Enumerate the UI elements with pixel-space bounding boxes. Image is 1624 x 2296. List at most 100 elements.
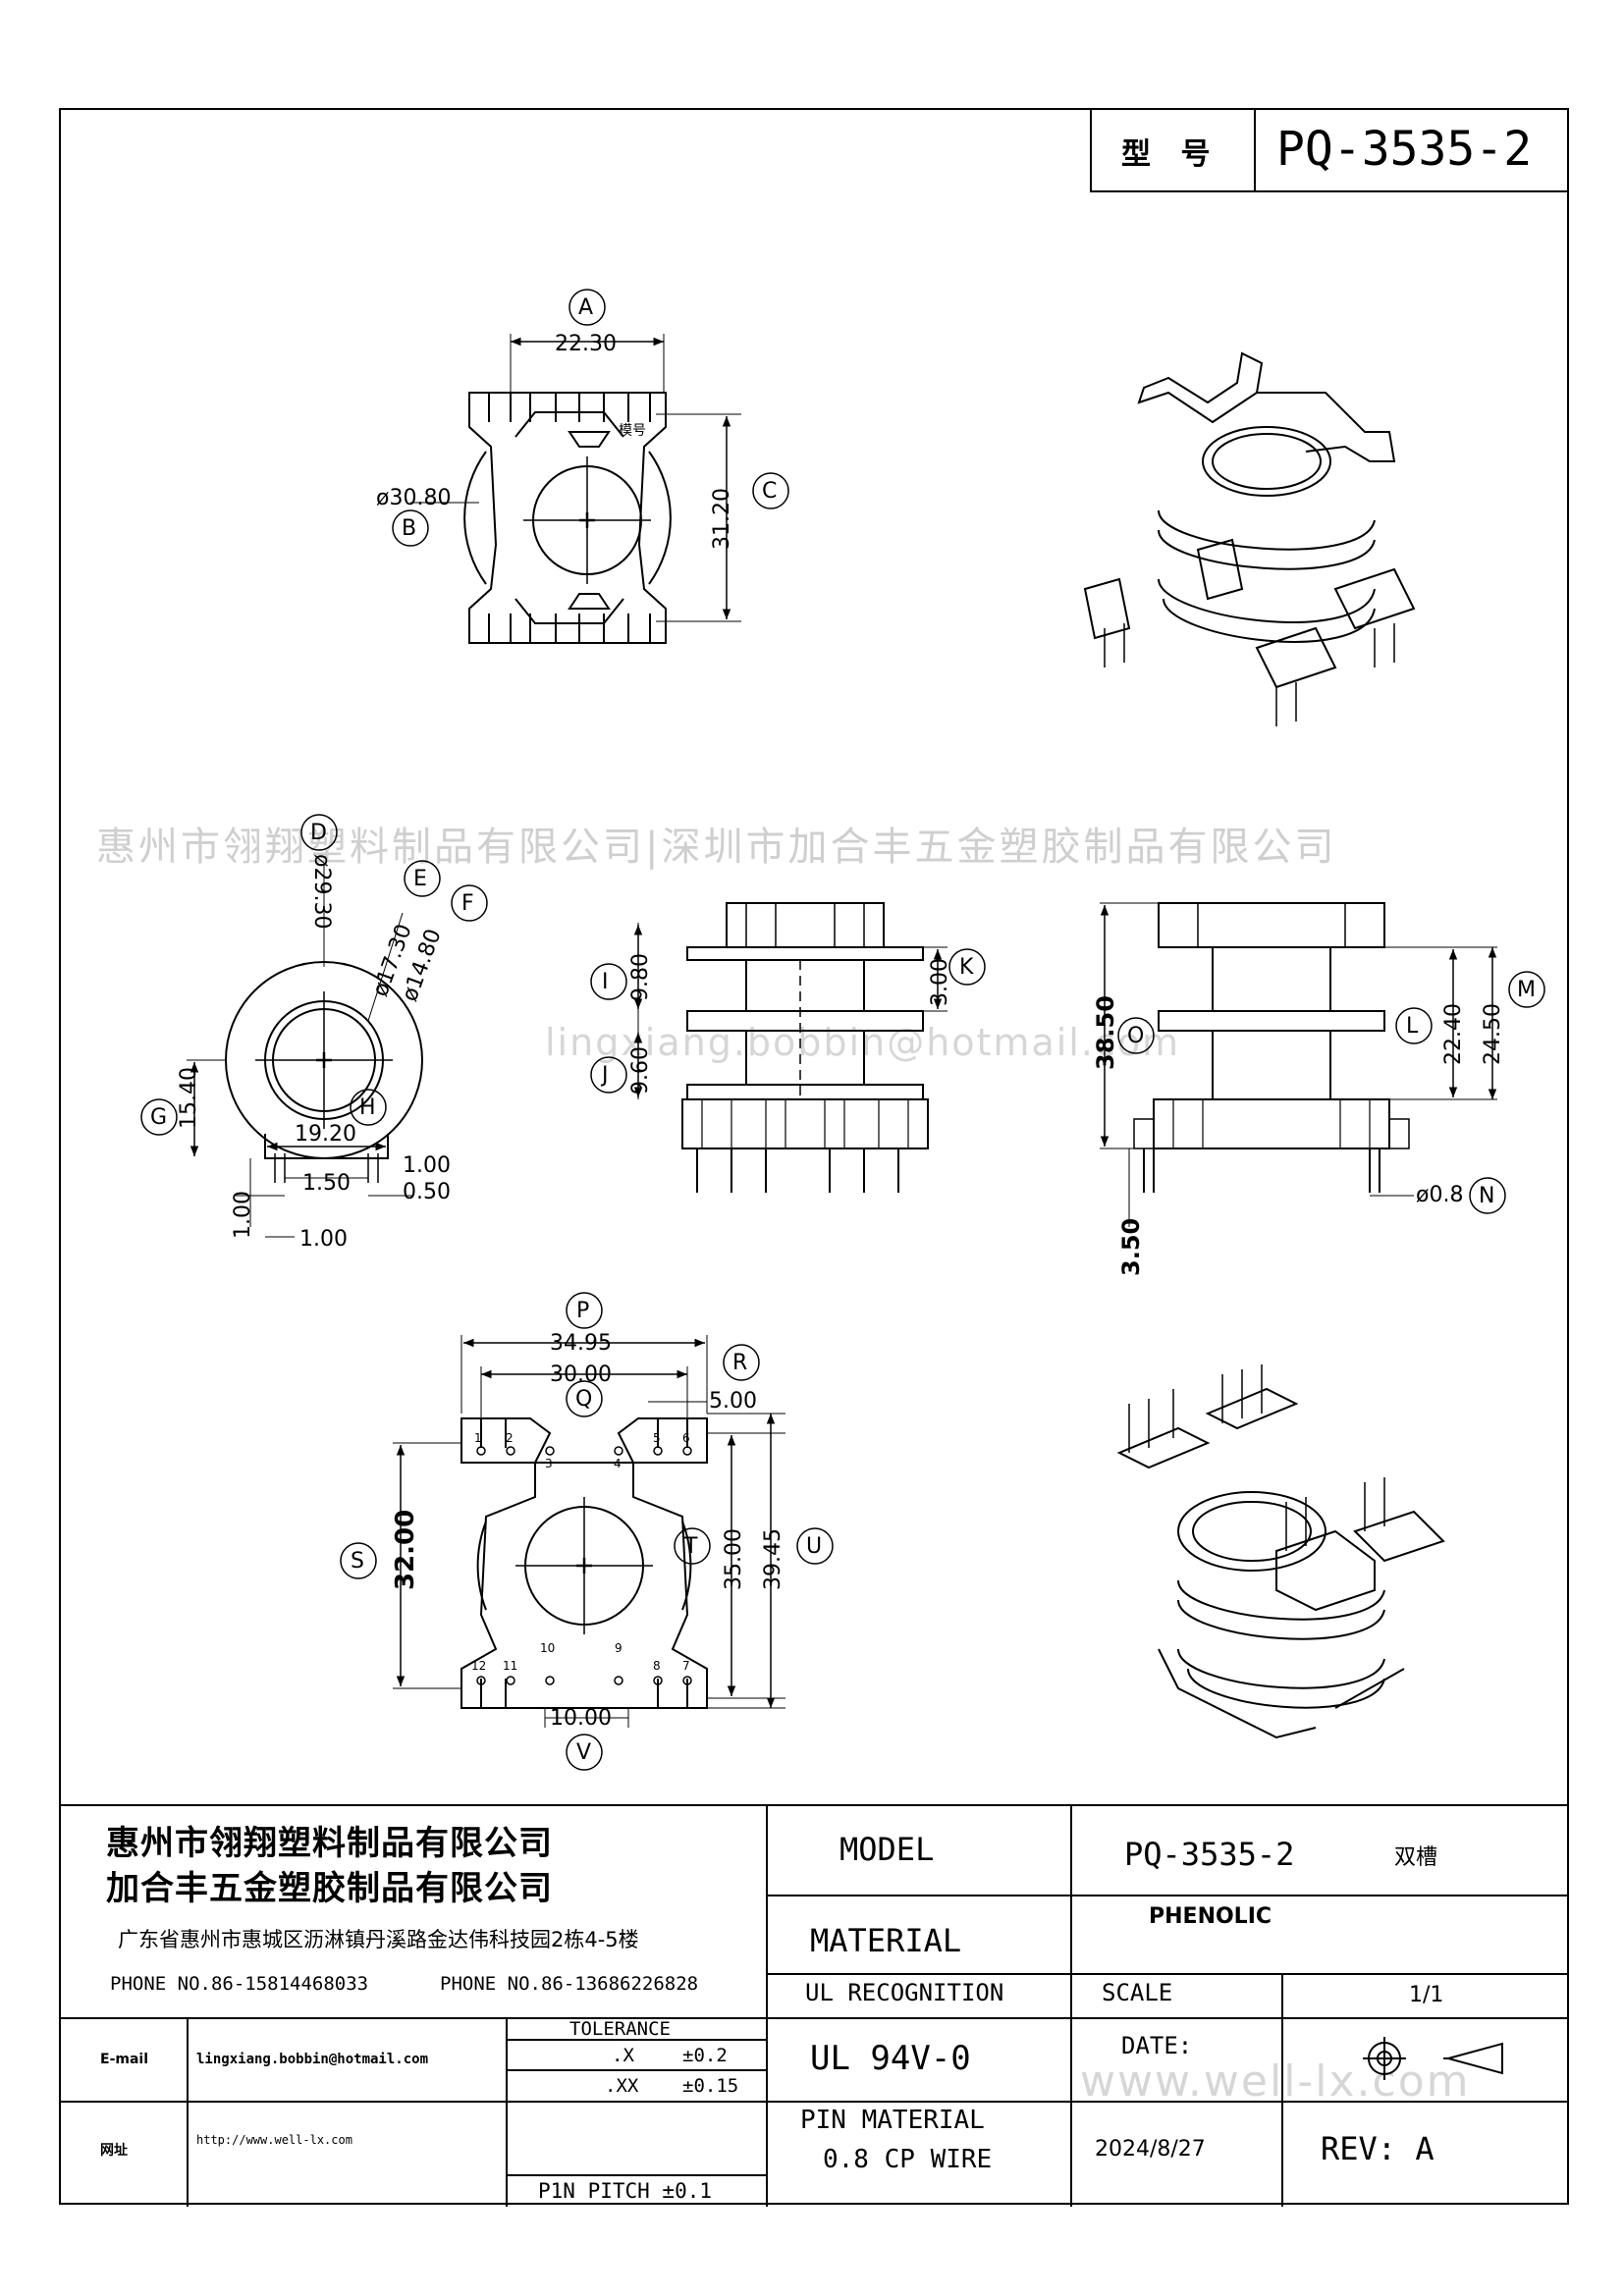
pin-material-line1: PIN MATERIAL [800,2106,985,2135]
ul-label: UL RECOGNITION [805,1979,1004,2006]
dim-pin-view-width: 34.95 [550,1331,612,1356]
letter-k: K [959,955,974,980]
model-note: 双槽 [1394,1845,1438,1870]
letter-u: U [806,1534,823,1559]
model-box: 型 号 PQ-3535-2 [1090,108,1569,192]
dim-side-outer: 24.50 [1481,1003,1505,1065]
tolerance-xx-value: ±0.15 [682,2075,739,2097]
material-value: PHENOLIC [1149,1904,1272,1929]
letter-r: R [732,1351,748,1375]
phone-1: PHONE NO.86-15814468033 [110,1973,369,1995]
letter-g: G [150,1105,168,1130]
material-label: MATERIAL [810,1922,962,1959]
dim-pin-pitch: 1.50 [302,1171,351,1196]
phone-2: PHONE NO.86-13686226828 [440,1973,699,1995]
pin-number: 8 [653,1659,661,1673]
technical-drawing [140,289,1545,1771]
mold-mark: 模号 [619,423,646,439]
letter-q: Q [575,1387,593,1412]
letter-j: J [602,1063,609,1088]
letter-n: N [1479,1184,1495,1208]
dim-pin-protrusion: 3.50 [1117,1217,1145,1276]
letter-m: M [1517,978,1536,1002]
pin-view [460,1417,708,1709]
dim-pin-gap: 1.00 [403,1153,451,1178]
pin-material-line2: 0.8 CP WIRE [823,2145,993,2174]
scale-value: 1/1 [1409,1983,1444,2007]
drawing-frame [59,108,1569,2205]
front-view [681,902,929,1193]
pin-number: 1 [474,1431,482,1445]
pin-number: 12 [471,1659,487,1673]
title-block: 惠州市翎翔塑料制品有限公司 加合丰五金塑胶制品有限公司 广东省惠州市惠城区沥淋镇… [59,1804,1569,2207]
letter-b: B [402,516,417,541]
letter-o: O [1127,1024,1145,1048]
watermark-email: lingxiang.bobbin@hotmail.com [545,1021,1181,1064]
letter-a: A [578,295,594,320]
side-view [1133,902,1410,1193]
watermark-company: 惠州市翎翔塑料制品有限公司|深圳市加合丰五金塑胶制品有限公司 [96,825,1337,870]
dim-side-winding: 22.40 [1441,1003,1466,1065]
date-value: 2024/8/27 [1095,2137,1206,2162]
company-name-2: 加合丰五金塑胶制品有限公司 [106,1869,553,1908]
model-box-value: PQ-3535-2 [1276,122,1533,177]
ul-value: UL 94V-0 [810,2039,971,2078]
scale-label: SCALE [1102,1979,1173,2006]
dim-circle-outer: ø29.30 [309,854,334,930]
model-box-label: 型 号 [1121,137,1220,172]
letter-s: S [351,1549,364,1574]
company-name-1: 惠州市翎翔塑料制品有限公司 [106,1824,553,1863]
letter-e: E [413,867,427,891]
dim-top-width: 22.30 [555,332,617,356]
letter-d: D [310,821,327,845]
model-value: PQ-3535-2 [1124,1836,1295,1873]
pin-pitch: P1N PITCH ±0.1 [538,2179,713,2203]
pin-number: 4 [614,1457,622,1470]
date-label: DATE: [1121,2032,1193,2059]
dim-pin-view-body: 35.00 [722,1528,746,1590]
pin-number: 11 [503,1659,518,1673]
company-address: 广东省惠州市惠城区沥淋镇丹溪路金达伟科技园2栋4-5楼 [118,1928,639,1951]
letter-p: P [576,1299,590,1323]
dim-top-diameter: ø30.80 [376,486,452,510]
dim-front-lower: 9.60 [628,1046,653,1095]
dim-pin-width: 1.00 [299,1227,348,1252]
pin-number: 3 [545,1457,553,1470]
tolerance-x-value: ±0.2 [682,2045,728,2066]
dim-pin-diameter: ø0.8 [1416,1183,1464,1207]
letter-h: H [359,1095,376,1120]
email-label: E-mail [100,2052,149,2067]
tolerance-title: TOLERANCE [569,2018,671,2040]
watermark-site: www.well-lx.com [1080,2056,1471,2107]
dim-pin-length: 1.00 [231,1191,255,1239]
pin-number: 9 [615,1641,623,1655]
tolerance-x-label: .X [612,2045,634,2066]
dim-pin-view-row: 32.00 [391,1509,420,1590]
iso-view-bottom [1116,1364,1445,1739]
dim-top-height: 31.20 [710,488,734,550]
dim-pin-view-span: 30.00 [550,1362,612,1387]
pin-number: 5 [653,1431,661,1445]
letter-f: F [461,891,474,916]
dim-front-upper: 9.80 [628,953,653,1001]
pin-number: 7 [682,1659,690,1673]
letter-l: L [1406,1014,1419,1039]
pin-number: 2 [506,1431,514,1445]
dim-pin-offset: 0.50 [403,1180,451,1204]
dim-side-total: 38.50 [1092,995,1119,1070]
dim-circle-width: 19.20 [295,1122,356,1147]
letter-c: C [762,479,778,504]
letter-i: I [602,970,609,994]
revision: REV: A [1321,2130,1435,2167]
email-value: lingxiang.bobbin@hotmail.com [196,2052,429,2067]
web-label: 网址 [100,2143,128,2159]
dim-circle-height: 15.40 [177,1067,201,1129]
pin-number: 10 [540,1641,556,1655]
dim-front-flange: 3.00 [928,958,952,1006]
dim-pin-view-pitch: 5.00 [709,1389,757,1414]
model-label: MODEL [839,1831,935,1868]
dim-pin-view-total: 39.45 [761,1528,785,1590]
projection-symbol-icon [1363,2037,1503,2080]
iso-view-top [1083,351,1416,726]
dim-pin-view-slot: 10.00 [550,1706,612,1731]
